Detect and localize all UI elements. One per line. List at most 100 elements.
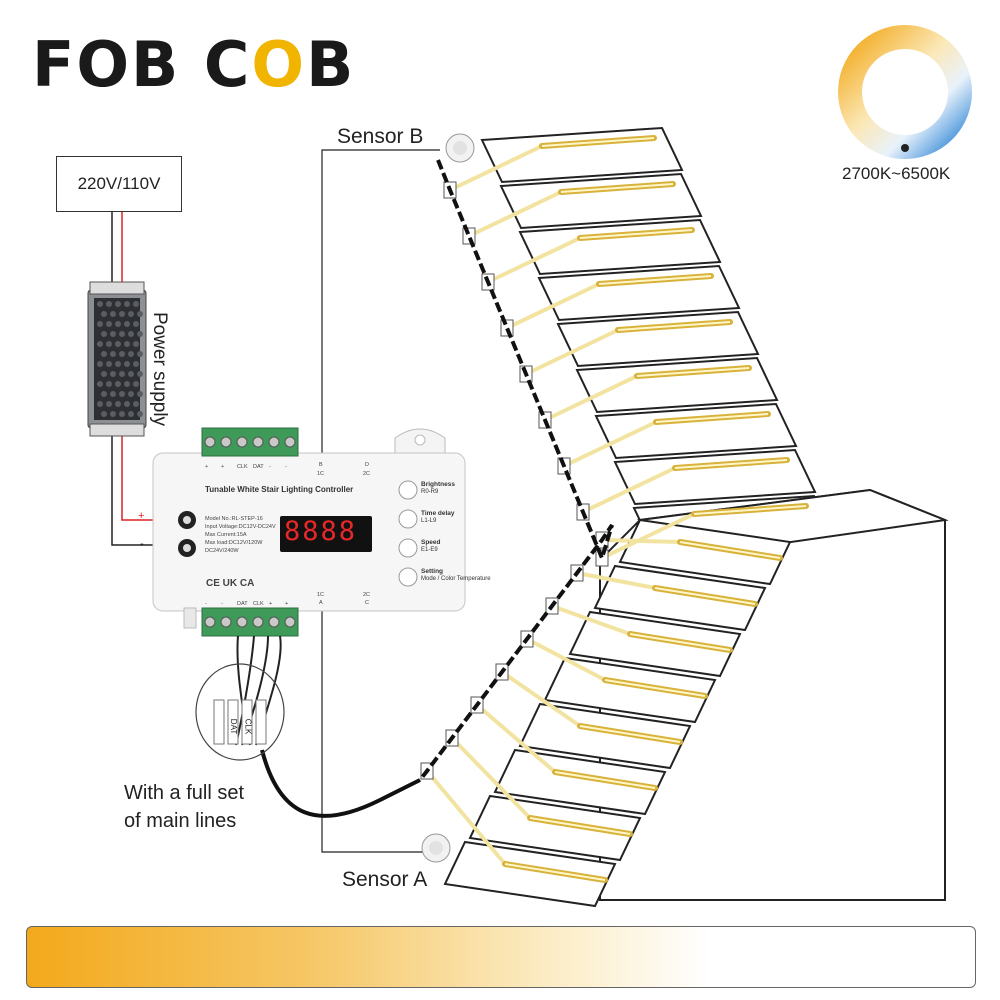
- vent-hole: [97, 361, 103, 367]
- vent-hole: [101, 351, 107, 357]
- brand-part2: B: [306, 28, 356, 101]
- vent-hole: [124, 301, 130, 307]
- spec-line: Input Voltage:DC12V-DC24V: [205, 524, 276, 530]
- terminal-screw: [236, 436, 248, 448]
- cable-note-line2: of main lines: [124, 810, 237, 832]
- vent-hole: [115, 381, 121, 387]
- led-strip-glow: [598, 275, 712, 285]
- port-a: A: [319, 600, 323, 606]
- controller-button[interactable]: [398, 480, 418, 500]
- port-a-sub: 1C: [317, 592, 325, 598]
- terminal-screw: [220, 616, 232, 628]
- wire-label-dat: DAT: [229, 718, 239, 735]
- led-strip-glow: [504, 863, 606, 881]
- led-feed-line: [425, 769, 507, 866]
- vent-hole: [128, 391, 134, 397]
- terminal-screw: [204, 616, 216, 628]
- button-name: Brightness: [421, 481, 455, 488]
- port-b: B: [319, 462, 323, 468]
- vent-hole: [137, 391, 143, 397]
- vent-hole: [106, 401, 112, 407]
- spec-line: Max Current:15A: [205, 532, 247, 538]
- bottom-terminal-label: +: [269, 601, 273, 607]
- vent-hole: [133, 381, 139, 387]
- led-feed-line: [576, 571, 656, 590]
- bottom-terminal-label: -: [221, 601, 223, 607]
- vent-hole: [97, 341, 103, 347]
- lower-step: [593, 564, 767, 632]
- vent-hole: [128, 411, 134, 417]
- power-supply: [87, 281, 147, 437]
- led-feed-line: [601, 512, 695, 560]
- terminal-screw: [268, 436, 280, 448]
- vent-hole: [115, 341, 121, 347]
- vent-hole: [119, 411, 125, 417]
- port-c: C: [365, 600, 369, 606]
- terminal-screw: [268, 616, 280, 628]
- led-feed-line: [582, 466, 676, 514]
- vent-hole: [128, 311, 134, 317]
- lower-step: [518, 702, 692, 770]
- vent-hole: [137, 331, 143, 337]
- sensor-a-icon: [421, 833, 451, 863]
- vent-hole: [97, 301, 103, 307]
- led-feed-line: [487, 236, 581, 284]
- led-strip-glow: [541, 137, 655, 147]
- controller-display: 8888: [284, 516, 358, 547]
- vent-hole: [97, 321, 103, 327]
- controller-button[interactable]: [398, 567, 418, 587]
- led-bus-line: [418, 159, 614, 782]
- port-d: D: [365, 462, 369, 468]
- brand-logo: FOB COB: [32, 34, 355, 96]
- terminal-screw: [284, 436, 296, 448]
- led-strip-glow: [560, 183, 674, 193]
- terminal-screw: [284, 616, 296, 628]
- led-feed-line: [506, 282, 600, 330]
- controller-button[interactable]: [398, 538, 418, 558]
- staircase: [443, 126, 949, 908]
- wire-label-clk: CLK: [243, 718, 253, 735]
- led-feed-line: [475, 703, 557, 774]
- vent-hole: [101, 311, 107, 317]
- controller-body: [152, 427, 466, 637]
- led-feed-line: [500, 670, 582, 728]
- brand-part1: FOB C: [32, 28, 252, 101]
- button-sub: E1-E9: [421, 546, 438, 553]
- vent-hole: [119, 391, 125, 397]
- vent-hole: [124, 321, 130, 327]
- led-strip-glow: [636, 367, 750, 377]
- port-b-sub: 1C: [317, 471, 325, 477]
- led-strip-glow: [674, 459, 788, 469]
- vent-hole: [110, 331, 116, 337]
- color-temperature-label: 2700K~6500K: [842, 164, 951, 183]
- vent-hole: [119, 311, 125, 317]
- vent-hole: [106, 301, 112, 307]
- terminal-screw: [236, 616, 248, 628]
- top-terminal-label: DAT: [253, 464, 264, 470]
- top-terminal-label: -: [269, 464, 271, 470]
- led-strip-glow: [679, 541, 781, 559]
- vent-hole: [128, 351, 134, 357]
- sensor-a-label: Sensor A: [342, 868, 428, 891]
- color-temperature-ring: [838, 25, 972, 159]
- led-strip-glow: [629, 633, 731, 651]
- led-strip-glow: [604, 679, 706, 697]
- spec-line: DC24V/240W: [205, 548, 239, 554]
- vent-hole: [124, 361, 130, 367]
- controller-button[interactable]: [398, 509, 418, 529]
- bottom-terminal-label: CLK: [253, 601, 264, 607]
- spec-line: Max load:DC12V/120W: [205, 540, 263, 546]
- vent-hole: [115, 361, 121, 367]
- controller-title: Tunable White Stair Lighting Controller: [205, 485, 354, 494]
- led-feed-line: [450, 736, 532, 820]
- top-terminal-label: -: [285, 464, 287, 470]
- vent-hole: [97, 381, 103, 387]
- vent-hole: [119, 371, 125, 377]
- bottom-terminal-label: DAT: [237, 601, 248, 607]
- brand-o: O: [251, 28, 307, 101]
- vent-hole: [110, 351, 116, 357]
- spec-line: Model No.:RL-STEP-16: [205, 516, 263, 522]
- wire-connectors: [195, 663, 285, 761]
